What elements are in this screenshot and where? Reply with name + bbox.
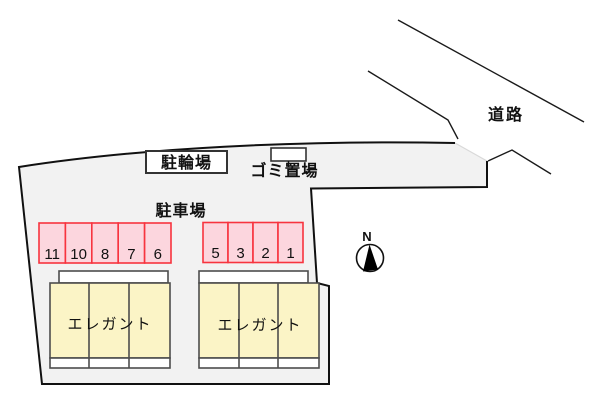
stall-number: 2 — [261, 245, 269, 262]
compass: N — [355, 229, 385, 273]
bicycle-parking-text: 駐輪場 — [161, 153, 212, 172]
parking-stall — [143, 222, 172, 264]
stall-number: 6 — [154, 246, 162, 263]
compass-north-label: N — [362, 229, 371, 244]
bicycle-parking-label: 駐輪場 — [145, 150, 228, 174]
building-right-porch — [198, 270, 309, 284]
building-left: エレガント — [49, 270, 171, 369]
parking-stall — [277, 221, 304, 264]
building-right-veranda — [198, 357, 320, 369]
building-right: エレガント — [198, 270, 320, 369]
entrance-edge — [454, 142, 488, 162]
road-edge-right — [487, 149, 552, 175]
building-left-body — [49, 282, 171, 359]
parking-stall — [38, 222, 67, 264]
compass-needle-icon — [363, 244, 378, 272]
parking-group-left: 11 10 8 7 6 — [38, 222, 172, 264]
garbage-area-text: ゴミ置場 — [250, 161, 318, 180]
parking-stall — [117, 222, 146, 264]
stall-number: 7 — [127, 246, 135, 263]
stall-number: 11 — [44, 246, 60, 263]
building-left-porch — [58, 270, 169, 284]
stall-number: 1 — [286, 245, 294, 262]
stall-number: 8 — [101, 246, 109, 263]
building-right-name: エレガント — [217, 317, 302, 334]
stall-number: 10 — [70, 246, 87, 263]
building-right-dividers — [238, 283, 279, 368]
road-edge-upper — [397, 19, 585, 123]
building-right-body — [198, 282, 320, 359]
garbage-area-label: ゴミ置場 — [250, 147, 318, 180]
road-label: 道路 — [488, 105, 524, 124]
car-parking-label: 駐車場 — [155, 201, 206, 220]
building-left-veranda — [49, 357, 171, 369]
building-left-name: エレガント — [67, 316, 152, 333]
parking-stall — [64, 222, 93, 264]
garbage-area-box — [270, 147, 307, 162]
stall-number: 3 — [236, 245, 244, 262]
building-left-dividers — [88, 283, 130, 368]
parking-group-right: 5 3 2 1 — [202, 221, 304, 264]
stall-number: 5 — [211, 245, 219, 262]
road-edge-lower — [367, 70, 459, 140]
bicycle-parking-box — [145, 150, 228, 174]
parking-stall — [252, 221, 279, 264]
